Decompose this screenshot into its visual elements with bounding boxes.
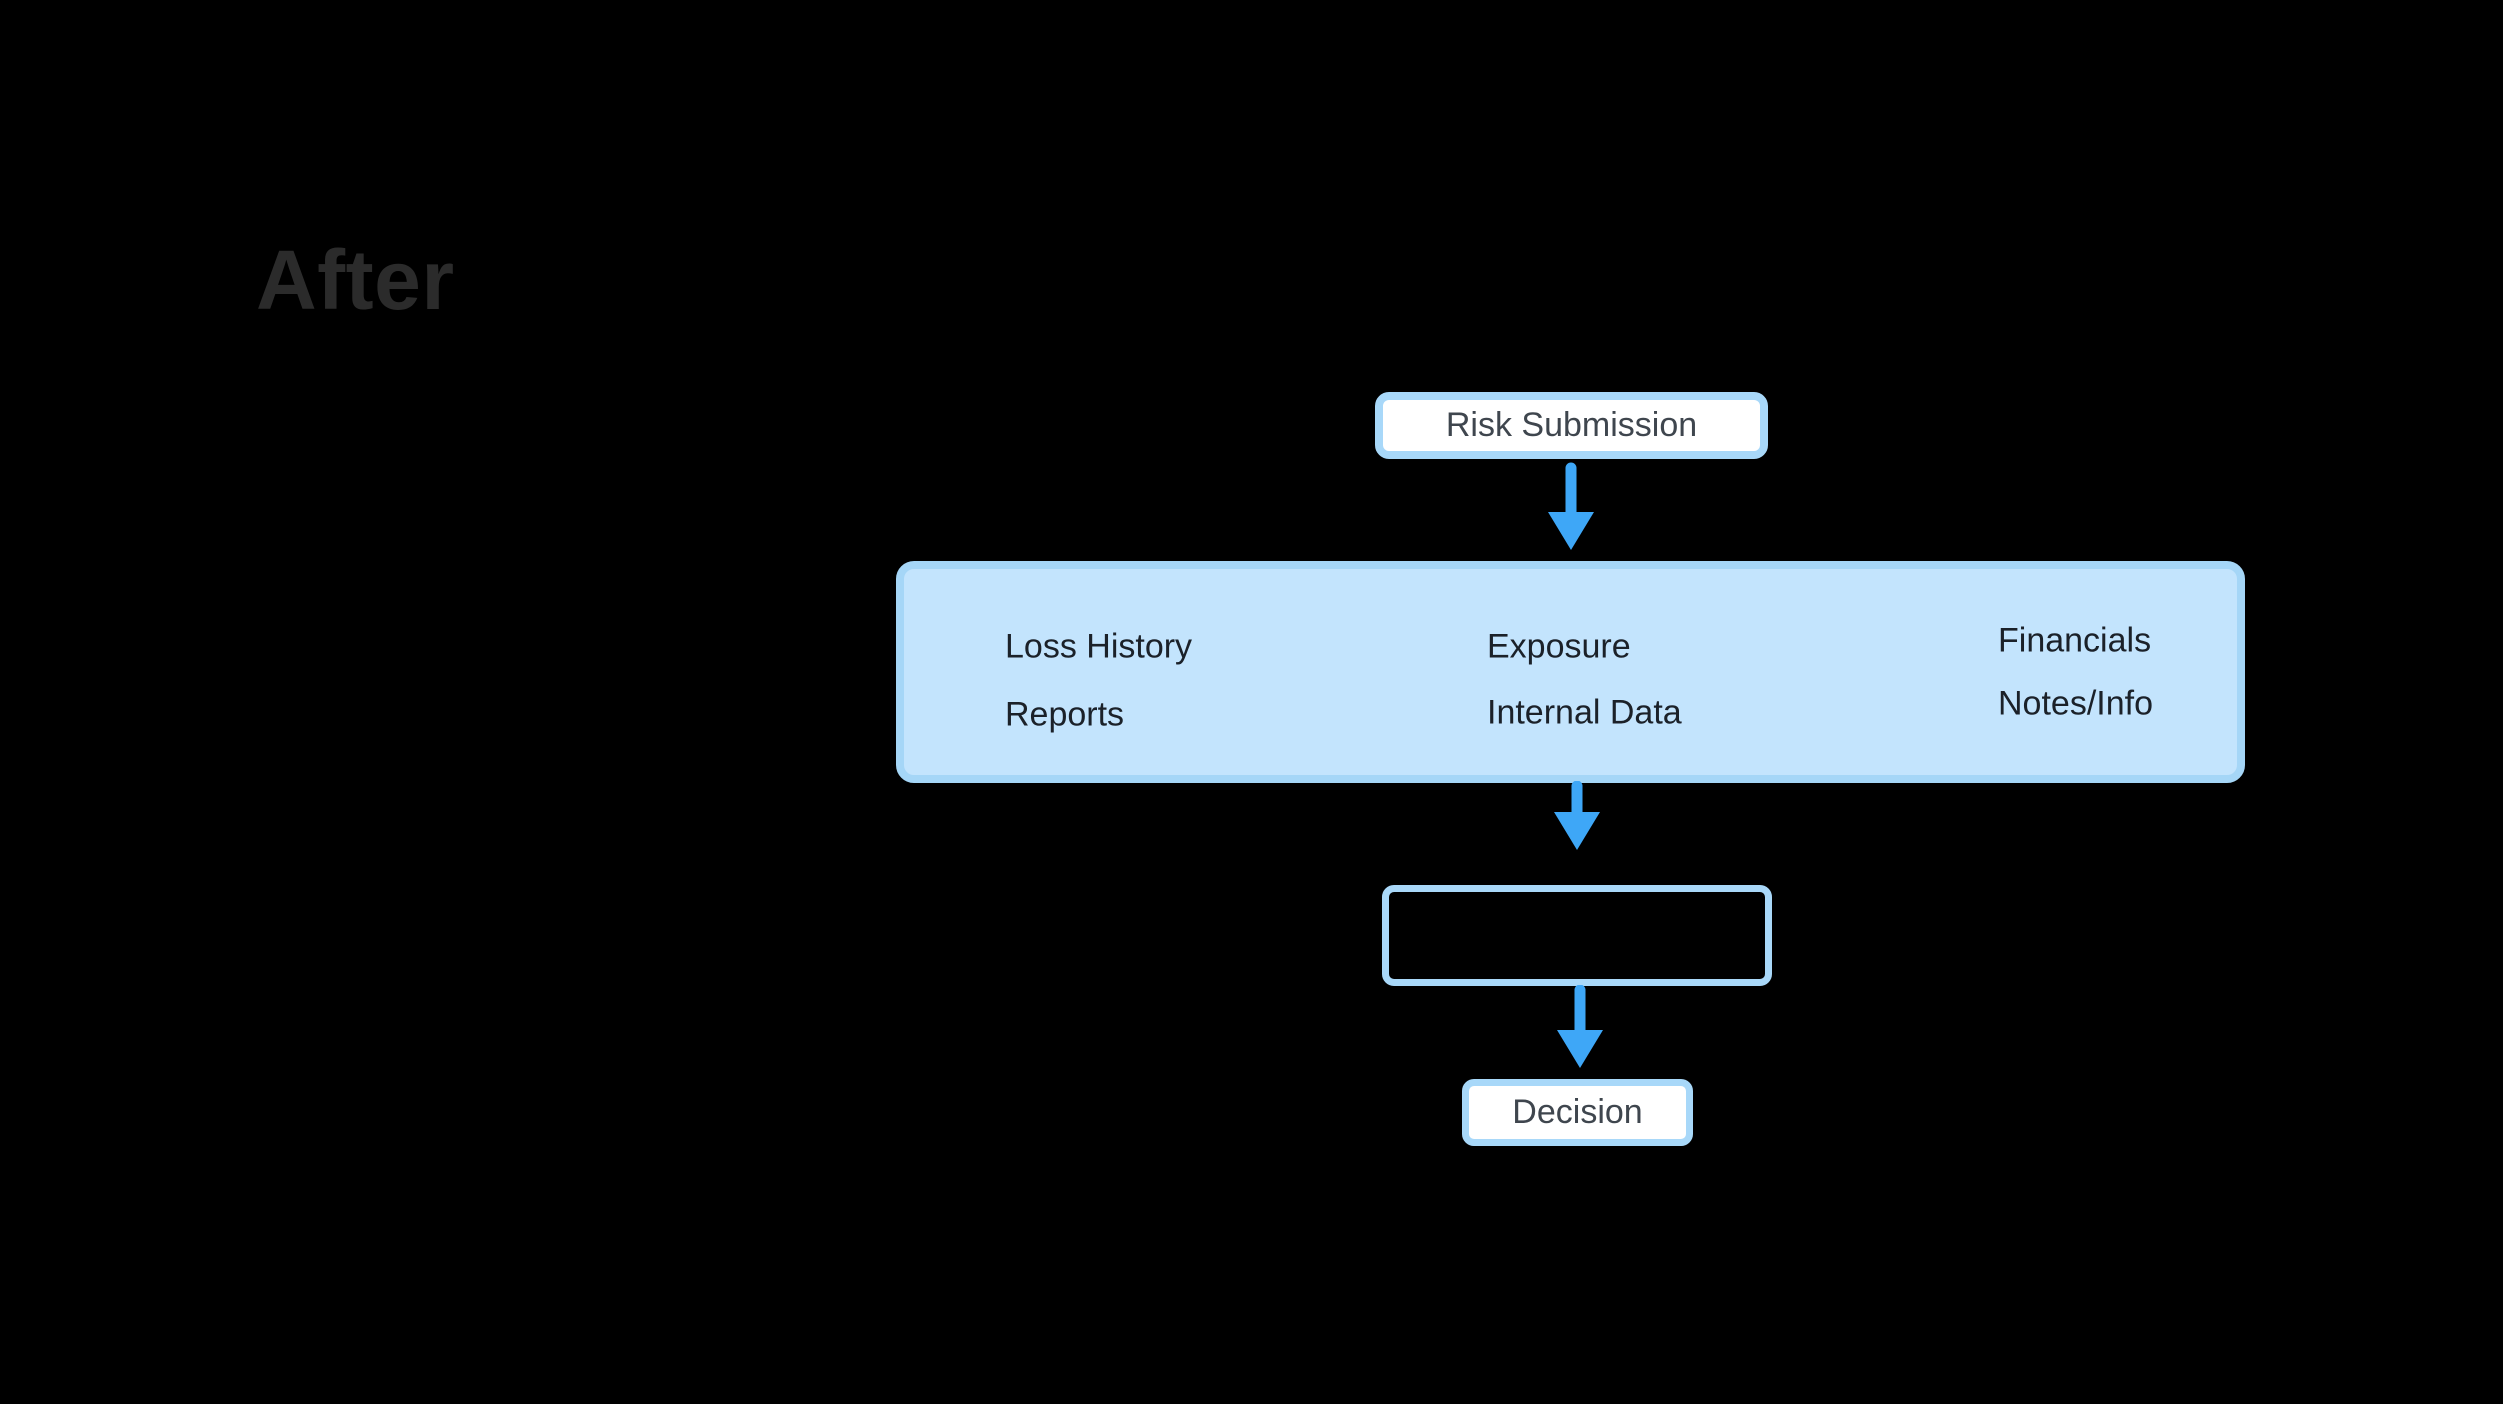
data-sources-panel: Loss History Reports Exposure Internal D… — [896, 561, 2245, 783]
panel-item-loss-history: Loss History — [1005, 627, 1193, 666]
diagram-title: After — [256, 233, 455, 327]
processing-box — [1382, 885, 1772, 986]
arrow-down-icon — [1553, 781, 1601, 850]
arrow-down-icon — [1556, 985, 1604, 1068]
panel-item-internal-data: Internal Data — [1487, 693, 1682, 732]
decision-node: Decision — [1462, 1079, 1693, 1146]
risk-submission-node: Risk Submission — [1375, 392, 1768, 459]
panel-item-financials: Financials — [1998, 621, 2152, 660]
panel-item-exposure: Exposure — [1487, 627, 1631, 666]
decision-label: Decision — [1512, 1093, 1643, 1131]
arrow-down-icon — [1547, 462, 1595, 550]
panel-item-notes-info: Notes/Info — [1998, 684, 2153, 723]
panel-item-reports: Reports — [1005, 695, 1125, 734]
risk-submission-label: Risk Submission — [1445, 406, 1698, 444]
